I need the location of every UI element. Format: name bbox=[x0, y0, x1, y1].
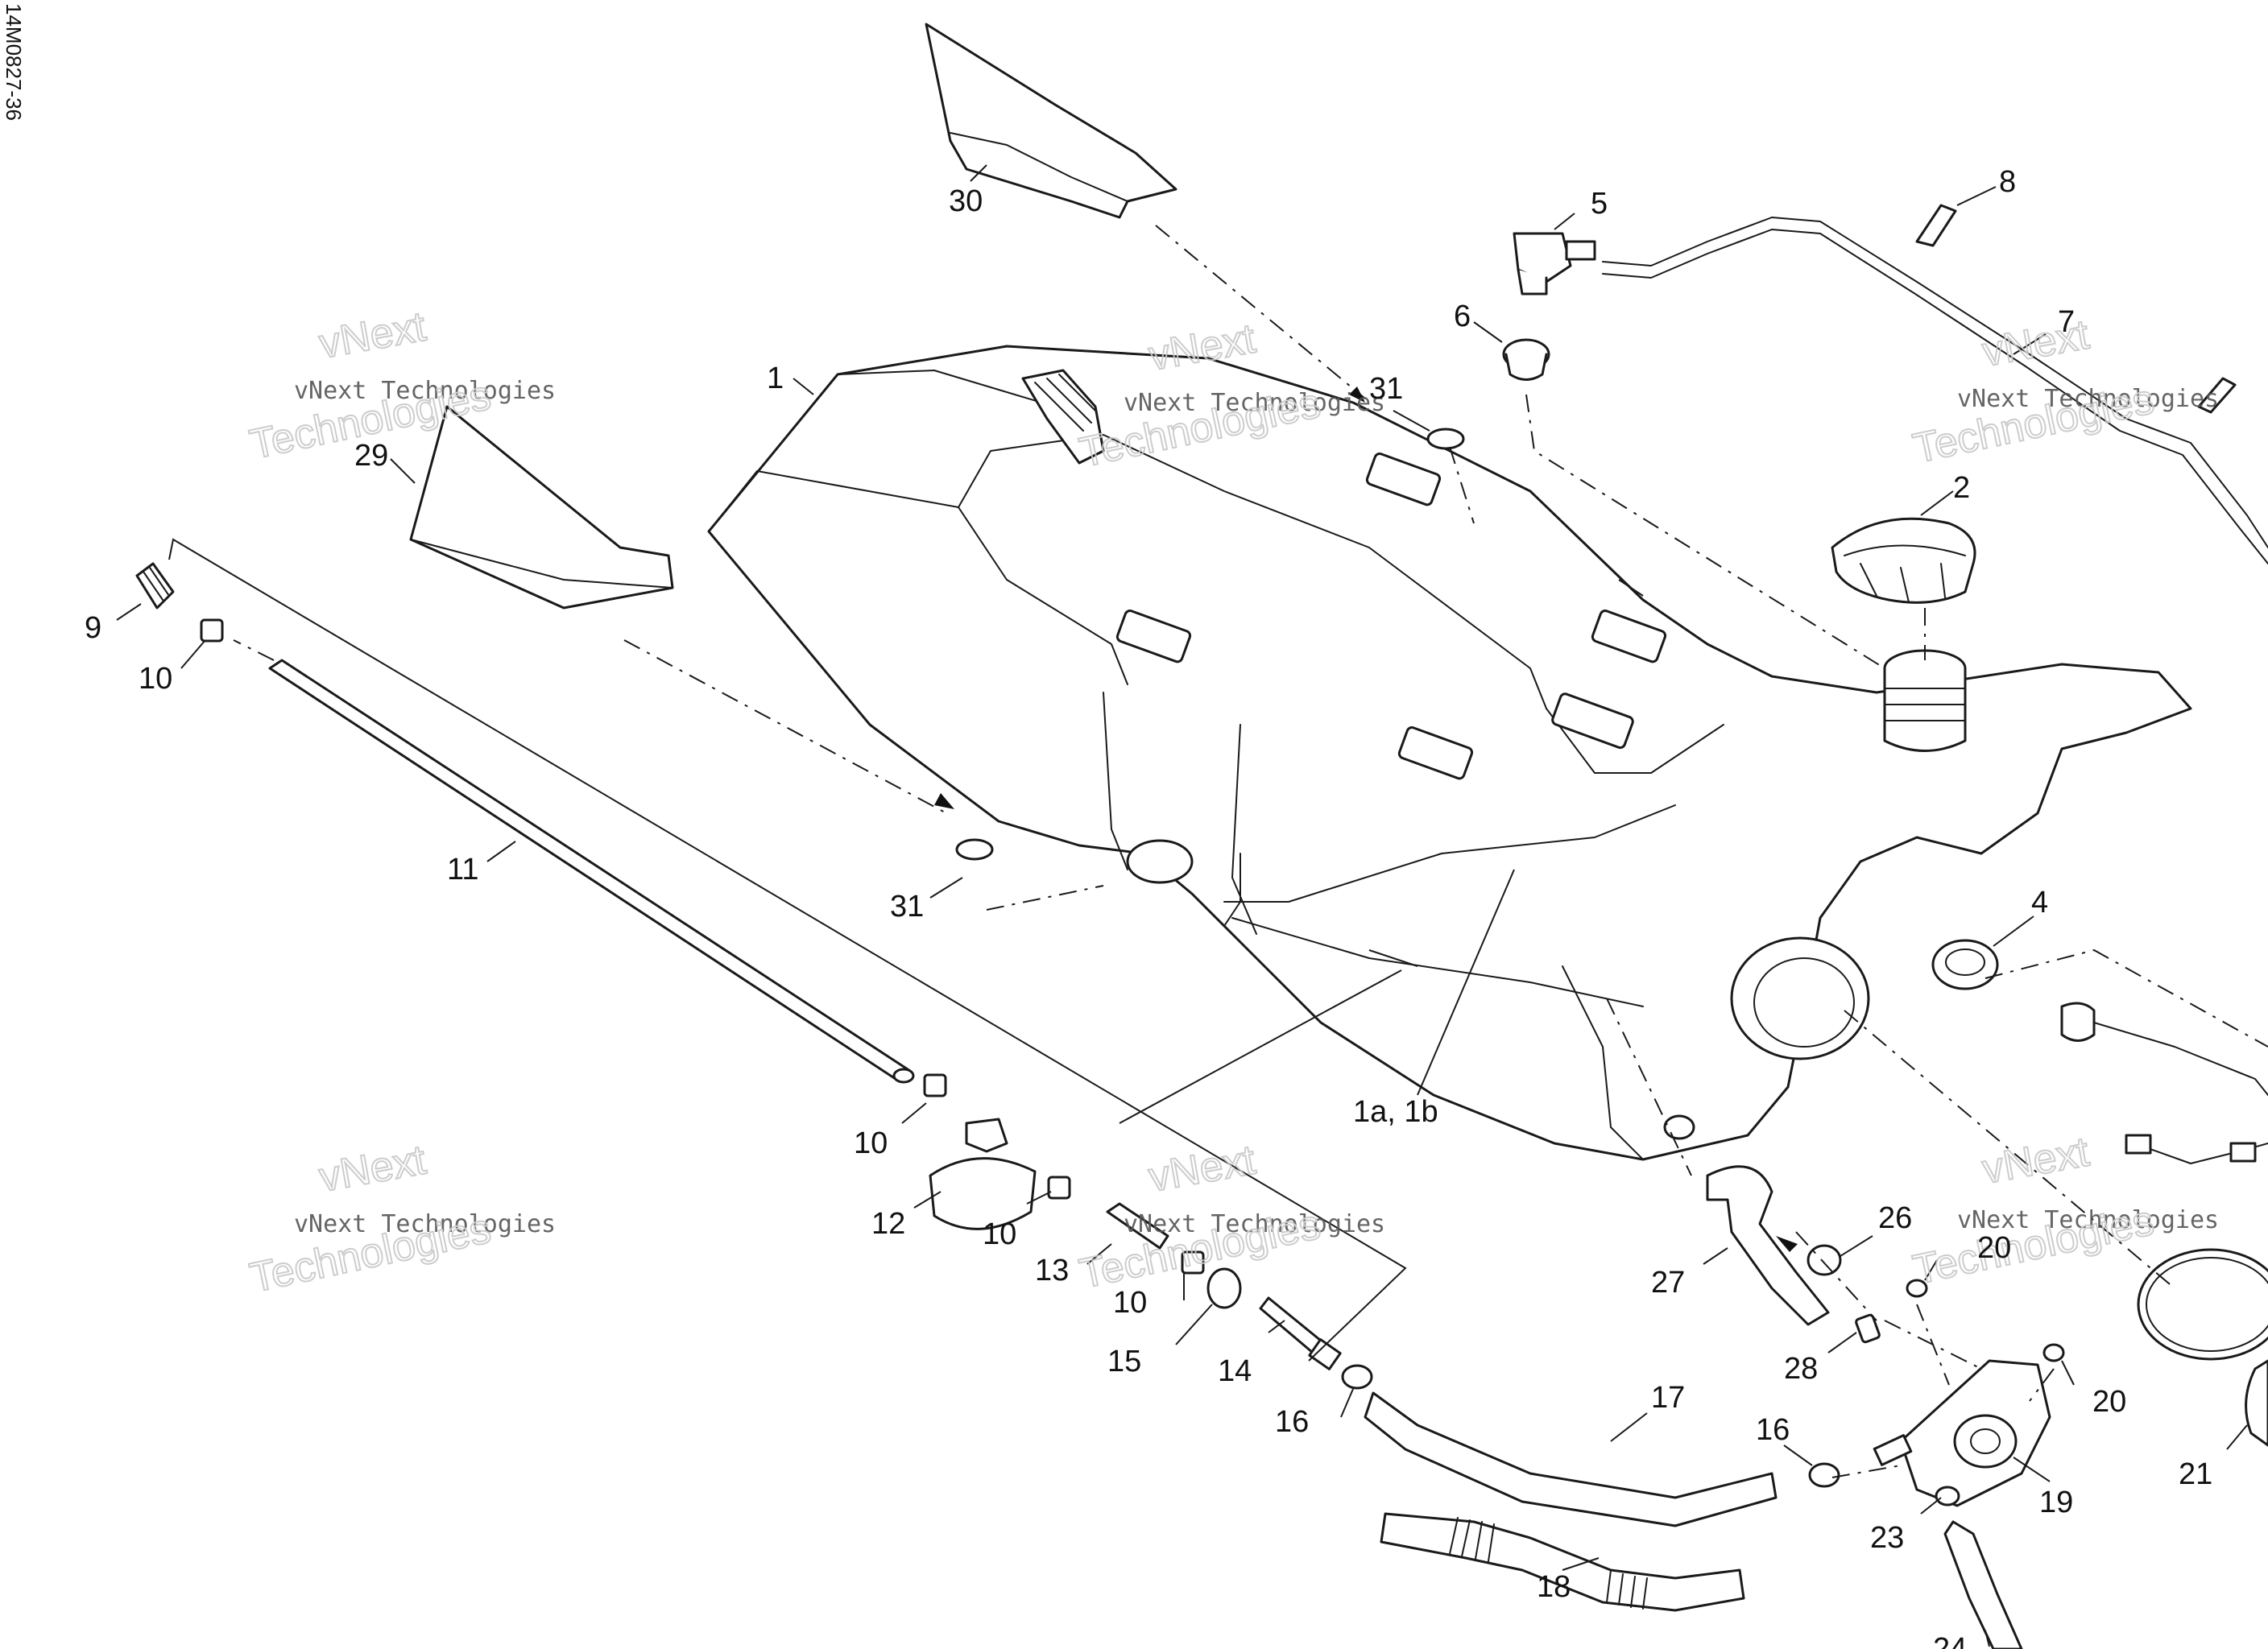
grommet-6[interactable] bbox=[1502, 338, 1550, 381]
arrowhead-26 bbox=[1776, 1236, 1798, 1252]
fuel-sender[interactable] bbox=[2060, 1002, 2268, 1164]
watermark-4: vNext vNext Technologies Technologies bbox=[245, 1136, 556, 1303]
callout-18[interactable]: 18 bbox=[1537, 1570, 1571, 1604]
svg-text:vNext: vNext bbox=[316, 1137, 430, 1201]
watermark-1: vNext vNext Technologies Technologies bbox=[245, 303, 556, 469]
callout-20a[interactable]: 20 bbox=[1977, 1231, 2011, 1265]
clamp-16b[interactable] bbox=[1808, 1462, 1840, 1488]
callout-4[interactable]: 4 bbox=[2031, 886, 2048, 920]
callout-2[interactable]: 2 bbox=[1953, 471, 1970, 505]
callout-labels: 1 1a, 1b 2 4 5 6 7 8 9 10 10 10 10 11 12… bbox=[85, 165, 2212, 1649]
arrowhead-30 bbox=[1349, 386, 1365, 403]
fuel-line-17[interactable] bbox=[1364, 1391, 1778, 1527]
callout-27[interactable]: 27 bbox=[1651, 1266, 1685, 1300]
callout-10a[interactable]: 10 bbox=[139, 662, 172, 696]
hose-13[interactable] bbox=[1106, 1202, 1169, 1250]
callout-13[interactable]: 13 bbox=[1035, 1254, 1069, 1287]
callout-16b[interactable]: 16 bbox=[1756, 1413, 1790, 1447]
fuel-tank[interactable] bbox=[707, 345, 2192, 1161]
hose-27[interactable] bbox=[1706, 1165, 1830, 1326]
fitting-9[interactable] bbox=[135, 562, 175, 610]
clamp-10c[interactable] bbox=[1047, 1176, 1071, 1200]
svg-text:vNext: vNext bbox=[1979, 312, 2093, 376]
svg-text:vNext Technologies: vNext Technologies bbox=[1124, 1210, 1385, 1238]
callout-31a[interactable]: 31 bbox=[1369, 372, 1403, 406]
callout-9[interactable]: 9 bbox=[85, 611, 101, 645]
pump-body-21[interactable] bbox=[2245, 1359, 2268, 1447]
nut-23[interactable] bbox=[1935, 1486, 1960, 1506]
svg-text:vNext: vNext bbox=[1145, 1137, 1260, 1201]
callout-10b[interactable]: 10 bbox=[854, 1126, 888, 1160]
leader-lines bbox=[116, 164, 2248, 1647]
svg-text:vNext Technologies: vNext Technologies bbox=[294, 377, 556, 405]
svg-text:vNext Technologies: vNext Technologies bbox=[294, 1210, 556, 1238]
callout-1a-1b[interactable]: 1a, 1b bbox=[1353, 1095, 1438, 1129]
grommet-31b[interactable] bbox=[955, 838, 994, 861]
callout-10d[interactable]: 10 bbox=[1113, 1286, 1147, 1320]
filter-12[interactable] bbox=[929, 1118, 1037, 1230]
callout-8[interactable]: 8 bbox=[1999, 165, 2016, 199]
callout-1[interactable]: 1 bbox=[767, 362, 784, 395]
clip-8[interactable] bbox=[1915, 204, 1957, 247]
callout-15[interactable]: 15 bbox=[1107, 1345, 1141, 1378]
clamp-16a[interactable] bbox=[1341, 1364, 1373, 1390]
assembly-bracket-2 bbox=[1119, 969, 1402, 1124]
callout-6[interactable]: 6 bbox=[1454, 300, 1471, 333]
clamp-28[interactable] bbox=[1855, 1313, 1881, 1344]
seal-21[interactable] bbox=[2137, 1248, 2268, 1361]
callout-19[interactable]: 19 bbox=[2039, 1486, 2073, 1519]
assembly-bracket bbox=[168, 538, 1407, 1362]
callout-24[interactable]: 24 bbox=[1933, 1632, 1967, 1649]
callout-11[interactable]: 11 bbox=[447, 853, 478, 886]
hose-24[interactable] bbox=[1943, 1520, 2023, 1649]
nut-20a[interactable] bbox=[1906, 1279, 1928, 1298]
callout-5[interactable]: 5 bbox=[1591, 187, 1608, 221]
clamp-10b[interactable] bbox=[923, 1073, 947, 1097]
cap-26[interactable] bbox=[1807, 1244, 1842, 1276]
hose-18[interactable] bbox=[1380, 1512, 1745, 1612]
tube-11[interactable] bbox=[268, 659, 915, 1084]
svg-text:vNext Technologies: vNext Technologies bbox=[1957, 1206, 2219, 1234]
callout-14[interactable]: 14 bbox=[1218, 1354, 1252, 1388]
callout-30[interactable]: 30 bbox=[949, 184, 983, 218]
arrowhead-29 bbox=[934, 793, 954, 809]
fuel-cap[interactable] bbox=[1831, 517, 1976, 604]
svg-text:vNext Technologies: vNext Technologies bbox=[1124, 389, 1385, 417]
fuel-valve-19[interactable] bbox=[1873, 1359, 2051, 1507]
callout-12[interactable]: 12 bbox=[871, 1207, 905, 1241]
vent-hose[interactable] bbox=[1602, 217, 2268, 548]
assembly-lines bbox=[233, 225, 2268, 1478]
callout-10c[interactable]: 10 bbox=[983, 1217, 1016, 1251]
vent-valve[interactable] bbox=[1513, 232, 1596, 295]
washer-15[interactable] bbox=[1206, 1267, 1242, 1309]
heat-shield-29[interactable] bbox=[409, 405, 674, 610]
clamp-10d[interactable] bbox=[1181, 1250, 1205, 1275]
connector-14[interactable] bbox=[1259, 1296, 1342, 1370]
callout-16a[interactable]: 16 bbox=[1275, 1405, 1309, 1439]
svg-text:vNext: vNext bbox=[316, 304, 430, 368]
clamp-10a[interactable] bbox=[200, 618, 224, 643]
grommet-4[interactable] bbox=[1931, 939, 1999, 990]
grommet-31a[interactable] bbox=[1426, 428, 1465, 450]
callout-7[interactable]: 7 bbox=[2058, 305, 2075, 339]
callout-23[interactable]: 23 bbox=[1870, 1521, 1904, 1555]
drawing-number: 14M0827-36 bbox=[2, 3, 26, 121]
callout-21[interactable]: 21 bbox=[2179, 1457, 2212, 1491]
clip-8b[interactable] bbox=[2197, 377, 2237, 414]
callout-31b[interactable]: 31 bbox=[890, 890, 924, 924]
callout-29[interactable]: 29 bbox=[354, 439, 388, 473]
callout-20b[interactable]: 20 bbox=[2092, 1385, 2126, 1419]
callout-26[interactable]: 26 bbox=[1878, 1201, 1912, 1235]
nut-20b[interactable] bbox=[2042, 1343, 2065, 1362]
heat-shield-30[interactable] bbox=[925, 23, 1177, 219]
svg-text:vNext Technologies: vNext Technologies bbox=[1957, 385, 2219, 413]
callout-17[interactable]: 17 bbox=[1651, 1381, 1685, 1415]
callout-28[interactable]: 28 bbox=[1784, 1352, 1818, 1386]
